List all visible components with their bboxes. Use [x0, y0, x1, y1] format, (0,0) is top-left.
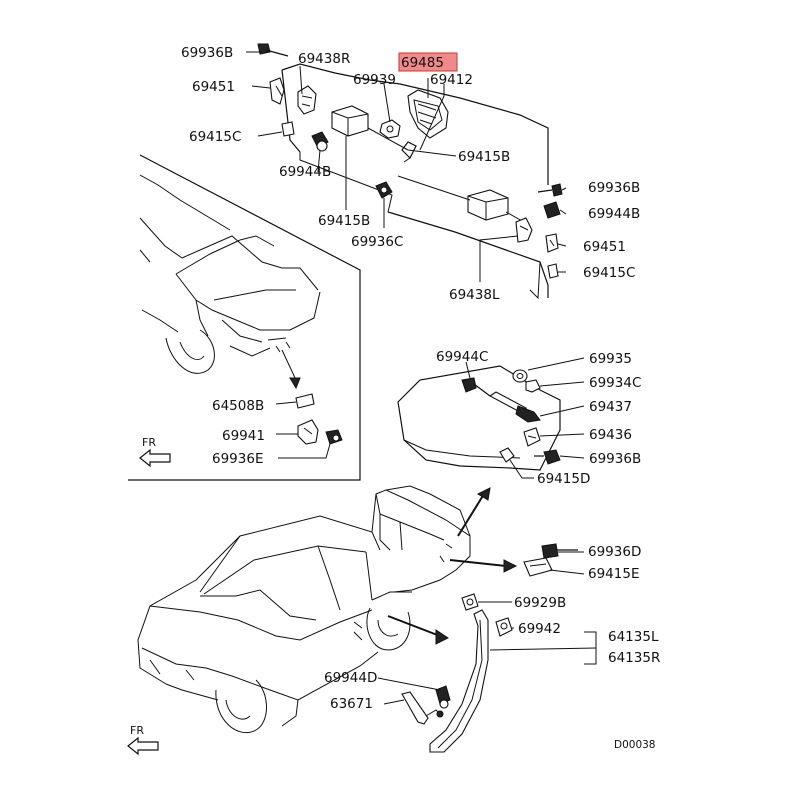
label-69415D: 69415D [537, 471, 590, 487]
label-64135L: 64135L [608, 629, 659, 645]
fr-arrow-bottom [127, 736, 159, 756]
leader-lines-left [275, 401, 331, 459]
label-69436: 69436 [589, 427, 632, 443]
clip-69415D [499, 447, 515, 463]
arrow-to-plug [275, 341, 301, 390]
label-69936B-b: 69936B [588, 180, 640, 196]
pickup-truck-sketch [137, 485, 471, 734]
label-69451-a: 69451 [192, 79, 235, 95]
bracket-69436 [523, 427, 541, 447]
label-69944C: 69944C [436, 349, 488, 365]
label-69944B-b: 69944B [588, 206, 640, 222]
bolt-69944D [435, 685, 451, 709]
diagram-code: D00038 [614, 739, 656, 751]
label-69412: 69412 [430, 72, 473, 88]
label-69936B-c: 69936B [589, 451, 641, 467]
lock-69438L [515, 217, 533, 243]
bolt-69936D [541, 543, 578, 559]
protector-strip-64135 [429, 609, 489, 753]
damper-69437 [488, 391, 541, 423]
lock-69438R [297, 85, 317, 115]
bracket-63671 [401, 691, 444, 725]
label-69942: 69942 [518, 621, 561, 637]
latch-69451-left [269, 77, 285, 105]
label-64508B: 64508B [212, 398, 264, 414]
tailgate-handle-69485 [407, 89, 449, 139]
leader-lines-middle [465, 357, 585, 479]
lock-actuator-left [331, 105, 369, 137]
bushing-69939 [379, 119, 401, 139]
detail-frame [128, 154, 361, 481]
label-69485[interactable]: 69485 [401, 55, 444, 71]
bolt-69936E [325, 429, 343, 445]
label-63671: 63671 [330, 696, 373, 712]
clip-69415C-left [281, 121, 295, 137]
plug-64508B [295, 393, 315, 409]
label-64135R: 64135R [608, 650, 660, 666]
label-69929B: 69929B [514, 595, 566, 611]
label-69939: 69939 [353, 72, 396, 88]
label-69415E: 69415E [588, 566, 639, 582]
fr-arrow-top [139, 448, 171, 468]
label-fr-top: FR [142, 436, 156, 449]
label-69941: 69941 [222, 428, 265, 444]
clip-69941 [297, 419, 319, 445]
label-69936D: 69936D [588, 544, 641, 560]
tailgate-lower-panel [397, 365, 561, 471]
bolt-69936B-upper-left [257, 43, 289, 57]
label-69451-b: 69451 [583, 239, 626, 255]
nut-69934C [525, 379, 541, 393]
label-69415B-a: 69415B [458, 149, 510, 165]
bolt-69944B-left [311, 131, 329, 152]
leader-lines-top [246, 51, 567, 282]
clip-69929B [461, 593, 479, 611]
pad-69415E [523, 557, 553, 577]
washer-69935 [512, 369, 528, 383]
leader-lines-bottom [377, 551, 597, 705]
bolt-69936B-right [537, 183, 563, 197]
clip-69942 [495, 617, 513, 637]
label-69415C-b: 69415C [583, 265, 635, 281]
truck-bed-sketch-detail [139, 174, 321, 374]
label-69935: 69935 [589, 351, 632, 367]
label-69944B-a: 69944B [279, 164, 331, 180]
label-69437: 69437 [589, 399, 632, 415]
label-69936E: 69936E [212, 451, 263, 467]
label-69438R: 69438R [298, 51, 350, 67]
arrows-bottom [387, 487, 518, 645]
bolt-69944C [461, 377, 491, 397]
label-69415B-b: 69415B [318, 213, 370, 229]
label-69415C-a: 69415C [189, 129, 241, 145]
bolt-69936C [375, 181, 393, 199]
label-69944D: 69944D [324, 670, 377, 686]
latch-69451-right [545, 233, 559, 253]
bolt-69944B-right [543, 201, 561, 219]
label-69934C: 69934C [589, 375, 641, 391]
clip-69415C-right [547, 263, 559, 279]
label-fr-bottom: FR [130, 724, 144, 737]
label-69438L: 69438L [449, 287, 500, 303]
lock-actuator-right [467, 189, 509, 221]
highlight-69485 [398, 52, 458, 72]
bolt-69936B-lower [534, 449, 561, 465]
label-69936C: 69936C [351, 234, 403, 250]
label-69936B-a: 69936B [181, 45, 233, 61]
